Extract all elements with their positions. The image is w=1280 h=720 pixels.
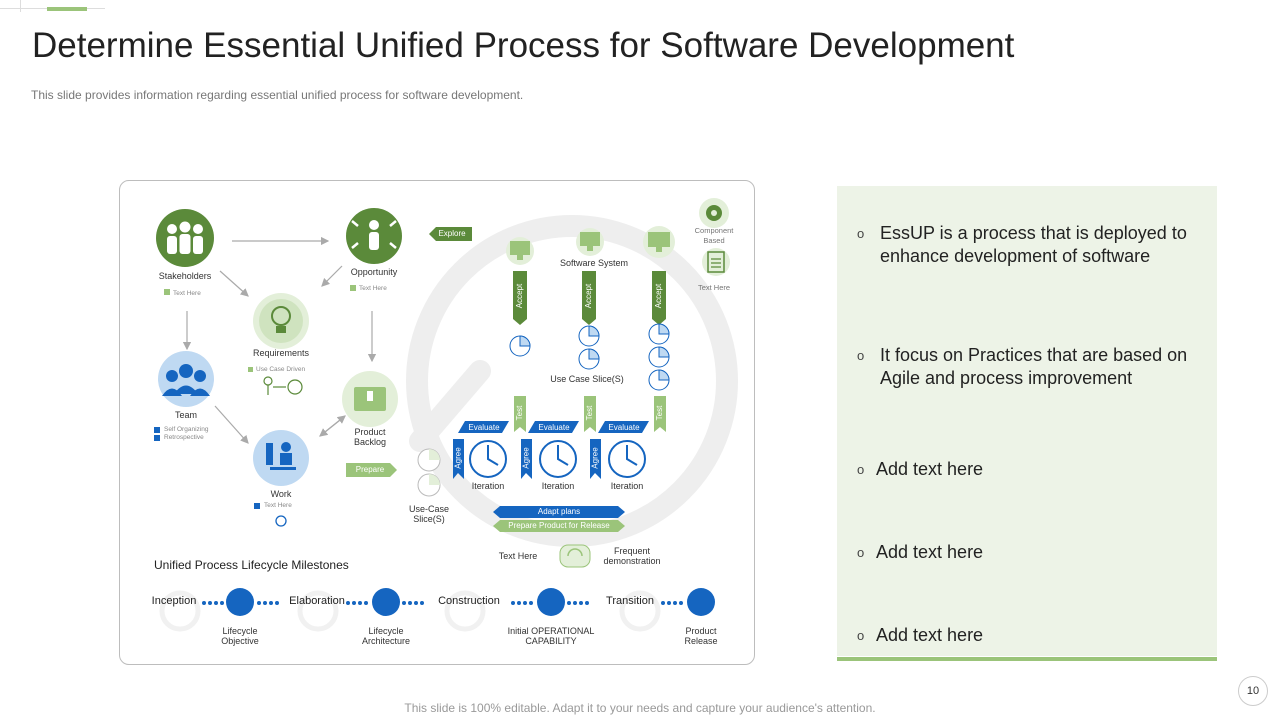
bullet-marker: o	[857, 628, 865, 643]
stakeholders-label: Stakeholders	[158, 271, 212, 281]
accept-label-3: Accept	[654, 283, 663, 309]
use-case-slices-left	[417, 448, 441, 497]
bullet-item: o Add text here	[857, 624, 1197, 647]
agree-label-2: Agree	[521, 447, 531, 469]
agree-tags	[453, 439, 601, 479]
milestone-outcome-4: Product Release	[684, 626, 718, 646]
milestone-track	[159, 588, 715, 632]
explore-tag	[429, 227, 472, 241]
text-panel-accent	[837, 657, 1217, 661]
top-accent	[47, 7, 87, 11]
page-number: 10	[1238, 676, 1268, 706]
unified-process-diagram: Stakeholders Text Here Opportunity Text …	[119, 180, 755, 665]
bullet-text: EssUP is a process that is deployed to e…	[880, 223, 1187, 266]
agree-label-3: Agree	[590, 447, 600, 469]
iteration-label-1: Iteration	[471, 481, 505, 491]
evaluate-label-2: Evaluate	[538, 423, 570, 432]
prepare-tag	[346, 463, 397, 477]
use-case-check-icons	[509, 323, 670, 391]
team-note-2: Retrospective	[164, 434, 204, 441]
explore-label: Explore	[438, 229, 466, 238]
text-here-right-label: Text Here	[697, 283, 731, 292]
slide-subtitle: This slide provides information regardin…	[31, 88, 524, 102]
test-label-3: Test	[655, 405, 664, 421]
text-here-bottom-label: Text Here	[498, 551, 538, 561]
software-system-monitors	[506, 226, 675, 265]
milestone-outcome-1: Lifecycle Objective	[221, 626, 259, 646]
opportunity-note: Text Here	[359, 285, 387, 292]
evaluate-label-3: Evaluate	[608, 423, 640, 432]
component-based-icons	[699, 198, 730, 276]
bullet-item: o It focus on Practices that are based o…	[857, 344, 1197, 390]
stakeholders-node	[156, 209, 214, 295]
diagram-graphics	[154, 198, 738, 632]
milestones-heading: Unified Process Lifecycle Milestones	[154, 558, 349, 572]
work-note: Text Here	[264, 502, 292, 509]
plan-bars	[493, 506, 625, 532]
iteration-label-2: Iteration	[541, 481, 575, 491]
cycle-watermark	[406, 215, 738, 547]
use-case-slices-mid-label: Use Case Slice(S)	[550, 374, 624, 384]
adapt-plans-label: Adapt plans	[537, 507, 581, 516]
bullet-text: It focus on Practices that are based on …	[880, 345, 1188, 388]
component-based-label: Component Based	[694, 226, 734, 245]
milestone-outcome-2: Lifecycle Architecture	[361, 626, 411, 646]
bullet-text: Add text here	[876, 625, 984, 645]
agree-label-1: Agree	[453, 447, 463, 469]
milestone-phase-elaboration: Elaboration	[289, 595, 345, 607]
flow-arrows	[182, 236, 377, 444]
evaluate-label-1: Evaluate	[468, 423, 500, 432]
iteration-clocks	[469, 440, 646, 478]
milestone-phase-inception: Inception	[151, 595, 197, 607]
opportunity-label: Opportunity	[350, 267, 398, 277]
requirements-node	[248, 293, 309, 395]
bullet-marker: o	[857, 462, 865, 477]
frequent-demo-label: Frequent demonstration	[603, 546, 661, 566]
team-node	[154, 351, 214, 441]
bullet-marker: o	[857, 348, 865, 363]
bullet-marker: o	[857, 545, 865, 560]
evaluate-tags	[458, 421, 649, 433]
stakeholders-note: Text Here	[173, 290, 201, 297]
bullet-item: o Add text here	[857, 458, 1197, 481]
test-label-2: Test	[585, 405, 594, 421]
product-backlog-label: Product Backlog	[353, 427, 387, 447]
bullet-marker: o	[857, 226, 865, 241]
work-node	[253, 430, 309, 527]
top-rule-vertical	[20, 0, 21, 12]
accept-tags	[513, 271, 666, 325]
milestone-outcome-3: Initial OPERATIONAL CAPABILITY	[507, 626, 595, 646]
bullet-item: o EssUP is a process that is deployed to…	[857, 222, 1197, 268]
text-panel	[837, 186, 1217, 656]
requirements-label: Requirements	[252, 348, 310, 358]
prepare-label: Prepare	[355, 465, 385, 474]
work-label: Work	[270, 489, 292, 499]
slide-footer: This slide is 100% editable. Adapt it to…	[404, 701, 876, 715]
bullet-text: Add text here	[876, 542, 984, 562]
accept-label-1: Accept	[515, 283, 524, 309]
iteration-label-3: Iteration	[610, 481, 644, 491]
accept-label-2: Accept	[584, 283, 593, 309]
test-label-1: Test	[515, 405, 524, 421]
slide-title: Determine Essential Unified Process for …	[32, 26, 1015, 65]
software-system-label: Software System	[559, 258, 629, 268]
test-tags	[514, 396, 666, 432]
opportunity-node	[346, 208, 402, 291]
team-label: Team	[174, 410, 197, 420]
use-case-slices-left-label: Use-Case Slice(S)	[408, 504, 449, 524]
milestone-phase-construction: Construction	[438, 595, 500, 607]
demo-icon	[559, 544, 591, 568]
prepare-release-label: Prepare Product for Release	[508, 521, 610, 530]
milestone-phase-transition: Transition	[606, 595, 654, 607]
product-backlog-node	[342, 371, 398, 427]
requirements-note: Use Case Driven	[256, 366, 306, 373]
bullet-text: Add text here	[876, 459, 984, 479]
team-note-1: Self Organizing	[164, 426, 209, 433]
bullet-item: o Add text here	[857, 541, 1197, 564]
